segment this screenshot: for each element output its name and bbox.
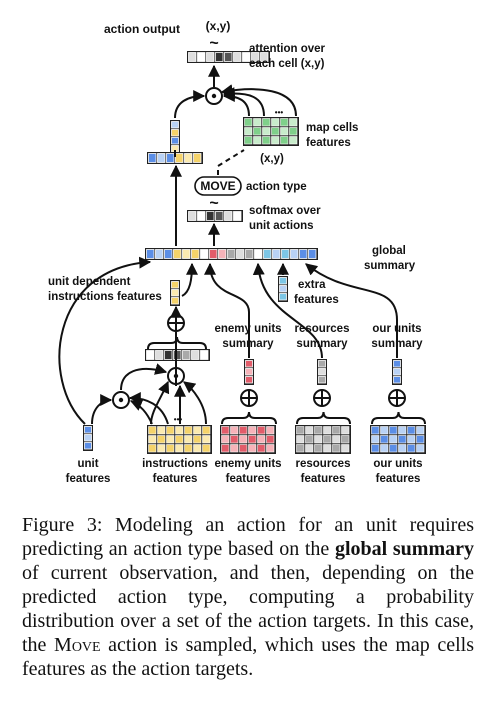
unit-features-vector [83,425,93,451]
label-unit-2: features [66,473,111,485]
label-res-sum-1: resources [295,323,350,335]
label-move: MOVE [200,179,235,193]
brace-enemy [221,411,277,425]
label-enemy-1: enemy units [214,458,281,470]
action-model-diagram: action output (x,y) ~ attention over each ce… [48,19,426,485]
label-enemy-sum-1: enemy units [214,323,281,335]
caption-label: Figure 3: [22,514,103,536]
label-our-sum-1: our units [372,323,421,335]
label-instr-2: features [153,473,198,485]
label-our-1: our units [373,458,422,470]
arrow-instr-to-unitdot-2 [128,392,169,425]
arrow-unit-to-global [58,256,152,425]
instructions-attended-vector [145,349,210,361]
label-action-type: action type [246,181,307,193]
arrow-res-to-global [252,262,323,359]
brace-our-units [371,411,426,425]
global-summary-vector [145,248,318,260]
brace-instructions [147,336,207,350]
label-global-1: global [372,245,406,257]
global-summary-small [147,152,203,164]
caption-text-3: action is sampled, which uses the map ce… [22,634,474,680]
label-attention-1: attention over [249,43,326,55]
label-xy-map: (x,y) [260,153,284,165]
arrow-instr-to-dot-3 [183,381,207,425]
arrow-unitdep-to-global [181,262,198,297]
enemy-units-grid [220,425,276,454]
label-our-sum-2: summary [371,338,423,350]
label-action-output: action output [104,22,180,36]
plus-our-units [388,389,406,407]
arrow-map-to-dot-1 [222,90,250,117]
attention-vector [187,51,270,63]
arrow-our-to-global [305,263,398,358]
move-action-box [194,176,242,196]
resources-summary-vector [317,359,327,385]
map-cells-grid [243,117,299,146]
label-our-2: features [376,473,421,485]
caption-text-1: Modeling an action for an unit requires … [22,514,474,560]
unit-dot-bottom [112,391,130,409]
label-unit-dep-2: instructions features [48,291,162,303]
label-map-cells-2: features [306,137,351,149]
our-units-summary-vector [392,359,402,385]
softmax-vector [187,210,243,222]
selected-unit-vector [170,120,180,154]
figure-caption: Figure 3: Modeling an action for an unit… [22,513,474,681]
label-enemy-sum-2: summary [222,338,274,350]
caption-bold: global summary [334,538,475,560]
label-extra-2: features [294,294,339,306]
caption-smallcaps: Move [54,634,101,656]
arrow-enemy-to-global [204,262,250,358]
plus-resources [313,389,331,407]
label-resources-1: resources [296,458,351,470]
label-attention-2: each cell (x,y) [249,58,325,70]
label-resources-2: features [301,473,346,485]
label-unit-dep-1: unit dependent [48,276,131,288]
label-instr-1: instructions [142,458,208,470]
label-extra-1: extra [298,279,326,291]
label-dots-bottom: ••• [174,415,183,424]
label-softmax-2: unit actions [249,220,314,232]
plus-enemy [240,389,258,407]
label-map-cells-1: map cells [306,122,358,134]
label-dots-top: ••• [275,108,284,117]
label-xy-top: (x,y) [206,19,231,33]
attention-dot-top [205,87,223,105]
dashed-move-to-map [217,149,245,175]
label-res-sum-2: summary [296,338,348,350]
caption-text-2: of current observation, and then, depend… [22,562,474,656]
enemy-summary-vector [244,359,254,385]
arrow-instr-to-unitdot-1 [129,399,153,425]
unit-dependent-vector [170,280,180,306]
resources-grid [295,425,351,454]
label-tilde-mid: ~ [209,195,218,212]
label-tilde-top: ~ [209,35,218,52]
our-units-grid [370,425,426,454]
arrow-dot-to-mid [120,363,168,391]
extra-features-vector [278,276,288,302]
brace-resources [296,411,351,425]
label-enemy-2: features [226,473,271,485]
instructions-grid [147,425,212,454]
arrow-unit-to-dot [91,394,113,425]
arrow-unitvec-to-dot [174,90,206,119]
label-unit-1: unit [77,458,98,470]
arrow-map-to-dot-3 [220,84,297,117]
label-softmax-1: softmax over [249,205,321,217]
plus-instructions [167,314,185,332]
label-global-2: summary [364,260,416,272]
